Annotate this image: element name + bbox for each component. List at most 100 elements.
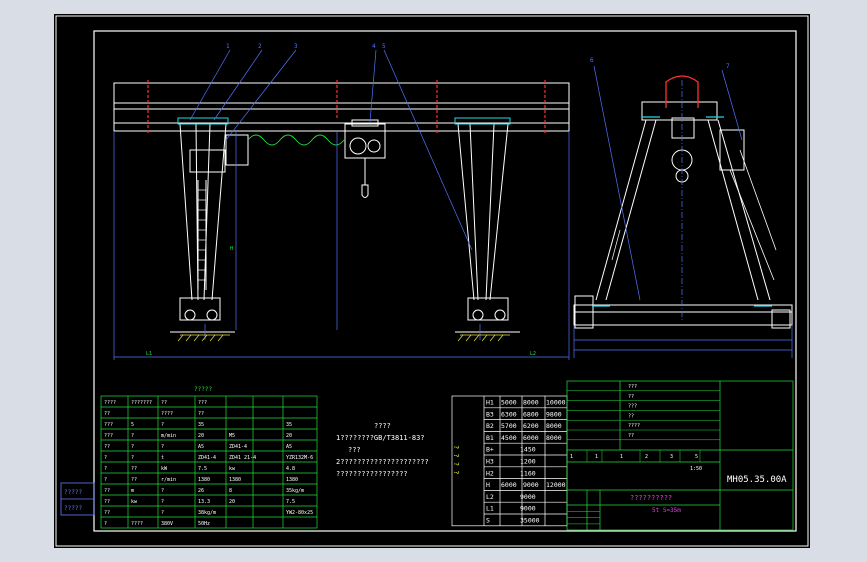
- leader-2: 2: [258, 43, 262, 50]
- spec-cell: ??: [131, 477, 137, 483]
- spec-cell: ?: [161, 499, 164, 505]
- spec-cell: 7.5: [198, 466, 207, 472]
- title-block-code: 1: [595, 454, 598, 460]
- side-centreline: [573, 65, 793, 358]
- stamp-line-2: ?????: [64, 505, 82, 512]
- spec-cell: ZD41-4: [198, 455, 216, 461]
- spec-cell: m/min: [161, 433, 176, 439]
- note-1: 1????????GB/T3811-83?: [336, 434, 425, 442]
- main-girder: [113, 82, 570, 132]
- dim-code: B3: [486, 410, 494, 418]
- spec-cell: ?: [131, 444, 134, 450]
- spec-cell: ?: [104, 455, 107, 461]
- spec-cell: ??: [104, 510, 110, 516]
- spec-right-cell: 4.8: [286, 466, 295, 472]
- spec-right-cell: 20: [286, 433, 292, 439]
- front-dim-labels: L1 L2 H: [146, 246, 536, 357]
- dim-value: 4500: [501, 434, 517, 442]
- spec-cell: ??: [198, 411, 204, 417]
- spec-cell: 380V: [161, 521, 173, 527]
- leader-4: 4: [372, 43, 376, 50]
- spec-cell: ??: [104, 499, 110, 505]
- front-view: [113, 49, 570, 360]
- spec-cell: 1380: [198, 477, 210, 483]
- dim-l1: L1: [146, 351, 152, 357]
- title-block-label: ???: [628, 384, 637, 390]
- title-block-code: 1: [570, 454, 573, 460]
- side-view: [573, 75, 793, 329]
- spec-cell: r/min: [161, 477, 176, 483]
- spec-cell: 13.3: [198, 499, 210, 505]
- spec-cell: 35: [198, 422, 204, 428]
- spec-mid-cell: ZD41 21-4: [229, 455, 256, 461]
- title-block-code: 2: [645, 454, 648, 460]
- spec-right-cell: 35kg/m: [286, 488, 304, 494]
- dim-value: 35000: [520, 517, 540, 525]
- spec-cell: m: [131, 488, 134, 494]
- dim-h: H: [230, 246, 233, 252]
- dim-value: 6300: [501, 410, 517, 418]
- dim-code: H1: [486, 399, 494, 407]
- stamp-line-1: ?????: [64, 489, 82, 496]
- spec-table: ????? ???????????????????????????5?35???…: [100, 386, 318, 529]
- dim-code: L2: [486, 493, 494, 501]
- spec-cell: A5: [198, 444, 204, 450]
- dim-code: B+: [486, 446, 494, 454]
- spec-cell: ??: [131, 466, 137, 472]
- dim-code: S: [486, 517, 490, 525]
- dim-value: 8000: [546, 434, 562, 442]
- dim-value: 6200: [523, 422, 539, 430]
- dim-code: H3: [486, 458, 494, 466]
- left-leg: [170, 117, 249, 333]
- spec-cell: ?: [161, 444, 164, 450]
- dim-value: 9000: [520, 505, 536, 513]
- lifting-lug: [665, 75, 699, 108]
- spec-cell: ???: [104, 422, 113, 428]
- note-2: ???: [348, 446, 361, 454]
- technical-notes: ???? 1????????GB/T3811-83? ??? 2????????…: [336, 422, 429, 478]
- spec-cell: ?: [161, 422, 164, 428]
- dim-code: B2: [486, 422, 494, 430]
- spec-mid-cell: 8: [229, 488, 232, 494]
- title-block-label: ????: [628, 423, 640, 429]
- spec-cell: ?: [104, 521, 107, 527]
- title-block-subtitle: 5t S=35m: [652, 507, 681, 514]
- left-stamp: ????? ?????: [60, 482, 95, 516]
- spec-right-cell: 7.5: [286, 499, 295, 505]
- side-leader-labels: 6 7: [590, 57, 730, 70]
- spec-cell: ??: [161, 400, 167, 406]
- dim-value: 12000: [546, 481, 566, 489]
- dim-code: L1: [486, 505, 494, 513]
- title-block-label: ??: [628, 433, 634, 439]
- front-leader-labels: 1 2 3 4 5: [226, 43, 386, 50]
- leader-1: 1: [226, 43, 230, 50]
- dim-code: H2: [486, 469, 494, 477]
- dim-value: 6800: [523, 410, 539, 418]
- spec-cell: ??: [104, 488, 110, 494]
- spec-cell: ???: [198, 400, 207, 406]
- inner-border: [93, 30, 797, 532]
- title-block-code: 3: [670, 454, 673, 460]
- spec-cell: ?: [104, 466, 107, 472]
- spec-mid-cell: 20: [229, 499, 235, 505]
- power-cable: [247, 134, 345, 146]
- dim-code: H: [486, 481, 490, 489]
- dim-value: 9000: [523, 481, 539, 489]
- title-block-label: ??: [628, 413, 634, 419]
- spec-cell: 5: [131, 422, 134, 428]
- note-4: ?????????????????: [336, 470, 408, 478]
- spec-cell: ?: [161, 488, 164, 494]
- spec-cell: ????: [161, 411, 173, 417]
- spec-right-cell: 35: [286, 422, 292, 428]
- drawing-number: MH05.35.00A: [727, 475, 787, 485]
- title-block: MH05.35.00A ?????????? 5t S=35m 1:50 ???…: [566, 380, 794, 531]
- spec-cell: ?: [131, 455, 134, 461]
- spec-cell: 26: [198, 488, 204, 494]
- dim-code: B1: [486, 434, 494, 442]
- title-block-name: ??????????: [630, 494, 672, 502]
- outer-border: [55, 15, 809, 547]
- spec-cell: 38kg/m: [198, 510, 216, 516]
- title-block-code: 1: [620, 454, 623, 460]
